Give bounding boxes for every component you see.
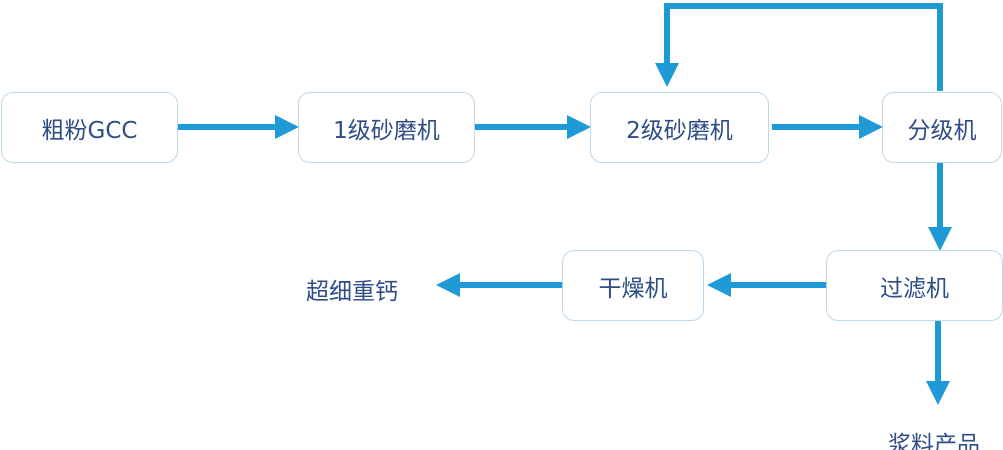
node-mill-1-label: 1级砂磨机 [333, 117, 440, 144]
node-coarse-gcc: 粗粉GCC [1, 92, 178, 163]
node-filter: 过滤机 [826, 250, 1003, 321]
node-coarse-gcc-label: 粗粉GCC [41, 117, 138, 144]
node-mill-2: 2级砂磨机 [590, 92, 769, 163]
node-classifier-label: 分级机 [907, 117, 977, 144]
node-mill-1: 1级砂磨机 [298, 92, 475, 163]
output-ultrafine-caco3: 超细重钙 [306, 279, 398, 305]
output-slurry-product: 浆料产品 [888, 432, 980, 450]
node-dryer-label: 干燥机 [598, 275, 668, 302]
arrow-classifier-recycle-to-mill2 [655, 3, 943, 91]
node-mill-2-label: 2级砂磨机 [626, 117, 733, 144]
node-dryer: 干燥机 [562, 250, 704, 321]
node-filter-label: 过滤机 [880, 275, 949, 302]
node-classifier: 分级机 [882, 92, 1002, 163]
